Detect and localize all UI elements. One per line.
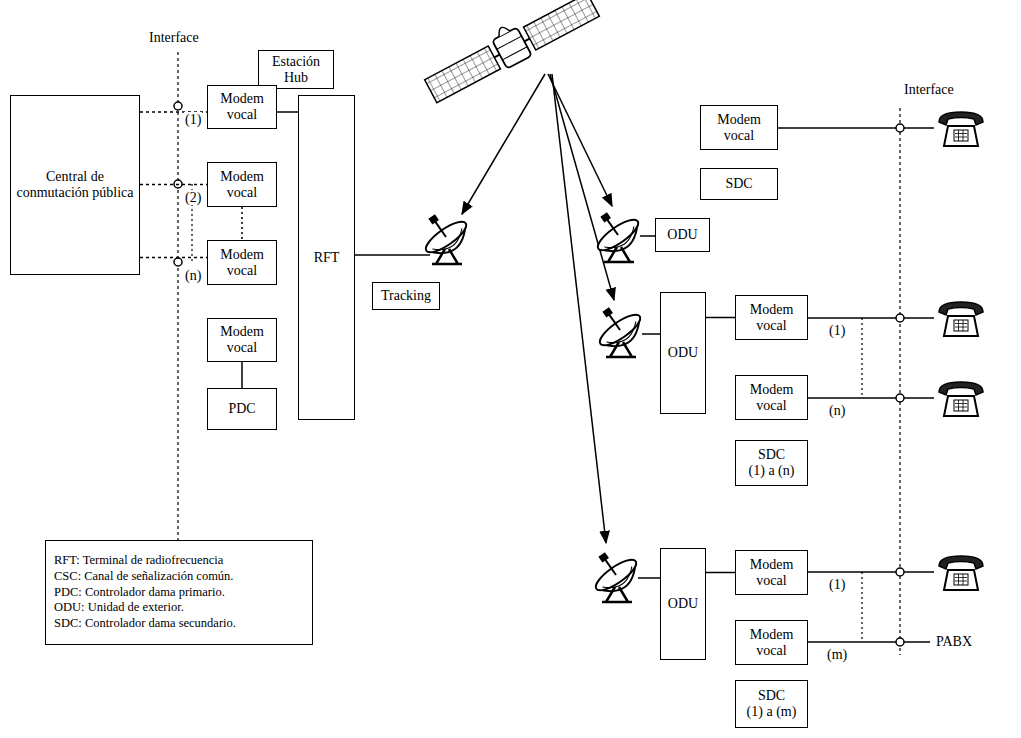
legend-entry: RFT: Terminal de radiofrecuencia [54,553,223,569]
modem-box: Modem vocal [207,162,277,207]
title-box: Estación Hub [258,50,334,89]
legend-entry: PDC: Controlador dama primario. [54,585,225,601]
port-number: (n) [828,403,846,418]
port-number: (1) [828,577,846,592]
interface-label: Interface [903,82,955,97]
controller-box: SDC(1) a (n) [735,440,808,486]
port-number: (1) [184,112,202,127]
box-text: PDC [228,401,255,417]
box-text: Modem vocal [740,557,803,588]
feed-cable [355,236,660,578]
box-text: Tracking [381,288,431,304]
modem-box: Modem vocal [207,85,277,129]
pabx-label: PABX [935,634,973,649]
modem-box: Modem vocal [735,550,808,595]
modem-box: Modem vocal [700,105,778,150]
connector [241,362,243,388]
legend-box: RFT: Terminal de radiofrecuenciaCSC: Can… [45,540,313,645]
tracking-box: Tracking [372,282,440,310]
controller-box: PDC [207,388,277,430]
controller-box: SDC [700,168,778,200]
box-text: Central de conmutación pública [15,169,135,200]
port-number: (n) [184,268,202,283]
connector [241,207,243,240]
box-text: ODU [668,596,698,612]
satellite [420,0,601,105]
legend-entry: ODU: Unidad de exterior. [54,600,184,616]
connector [140,257,207,259]
box-text: Modem vocal [740,302,803,333]
port-number: (m) [826,647,848,662]
connector [140,184,207,186]
modem-box: Modem vocal [735,375,808,420]
legend-entry: SDC: Controlador dama secundario. [54,616,236,632]
box-text: SDC [725,176,752,192]
exchange-box: Central de conmutación pública [10,95,140,275]
modem-box: Modem vocal [735,295,808,340]
port-number: (2) [184,190,202,205]
controller-box: SDC(1) a (m) [735,680,808,728]
box-text: Modem vocal [740,627,803,658]
connector [277,111,298,113]
modem-box: Modem vocal [207,318,277,362]
odu-box: ODU [655,218,710,252]
box-text: (1) a (n) [749,463,795,479]
connector [706,317,735,319]
box-text: ODU [668,345,698,361]
box-text: Modem vocal [212,324,272,355]
box-text: Modem vocal [705,112,773,143]
legend-entry: CSC: Canal de señalización común. [54,569,233,585]
box-text: SDC [758,688,785,704]
telephone [939,382,983,416]
box-text: ODU [667,227,697,243]
modem-box: Modem vocal [207,240,277,285]
odu-box: ODU [660,548,706,660]
interface-line [177,52,178,540]
dotted-wire [861,318,862,642]
box-text: (1) a (m) [747,704,797,720]
telephone [939,302,983,336]
port-number: (1) [828,323,846,338]
odu-box: ODU [660,292,706,414]
box-text: RFT [314,250,340,266]
vsat-antenna [582,541,644,602]
telephone [939,556,983,590]
box-text: Modem vocal [212,247,272,278]
vsat-antenna [586,296,648,357]
box-text: Modem vocal [740,382,803,413]
interface-label: Interface [148,30,200,45]
radio-link [462,74,614,543]
vsat-antenna [584,201,646,262]
modem-box: Modem vocal [735,620,808,665]
box-text: Estación Hub [263,54,329,85]
box-text: SDC [758,447,785,463]
telephone [939,112,983,146]
box-text: Modem vocal [212,169,272,200]
rft-box: RFT [298,95,355,420]
box-text: Modem vocal [212,91,272,122]
connector [706,572,735,574]
